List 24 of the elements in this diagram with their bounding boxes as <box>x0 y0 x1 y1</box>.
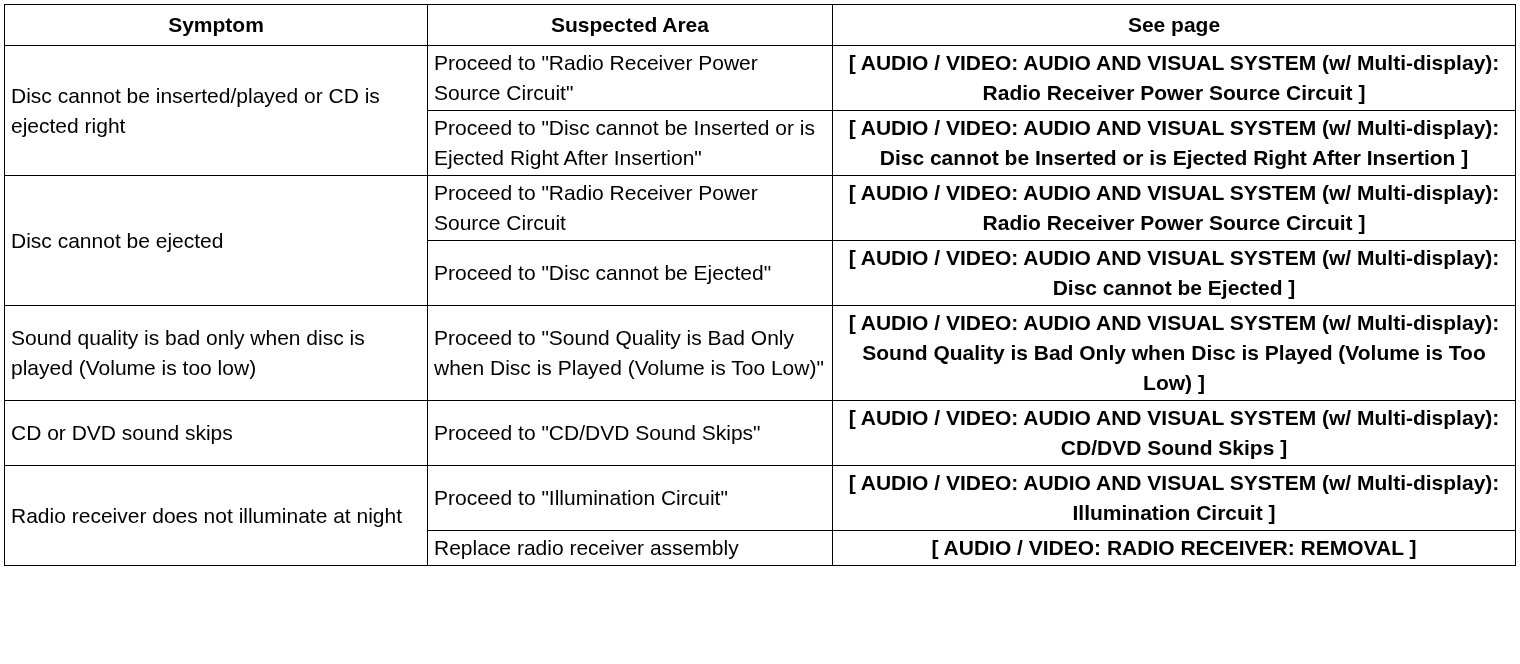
table-cell: Disc cannot be ejected <box>4 175 428 306</box>
table-cell: Proceed to "Disc cannot be Ejected" <box>427 240 833 306</box>
table-cell: [ AUDIO / VIDEO: AUDIO AND VISUAL SYSTEM (w/ Multi-display): Radio Receiver Power Source Circuit ] <box>832 45 1516 111</box>
table-cell: Proceed to "Illumination Circuit" <box>427 465 833 531</box>
table-cell: Replace radio receiver assembly <box>427 530 833 566</box>
table-cell: Proceed to "Radio Receiver Power Source Circuit" <box>427 45 833 111</box>
table-cell: [ AUDIO / VIDEO: AUDIO AND VISUAL SYSTEM (w/ Multi-display): Radio Receiver Power Source Circuit ] <box>832 175 1516 241</box>
table-cell: Proceed to "CD/DVD Sound Skips" <box>427 400 833 466</box>
table-cell: Proceed to "Radio Receiver Power Source Circuit <box>427 175 833 241</box>
column-header: Suspected Area <box>427 4 833 46</box>
column-header: See page <box>832 4 1516 46</box>
table-cell: [ AUDIO / VIDEO: RADIO RECEIVER: REMOVAL ] <box>832 530 1516 566</box>
table-cell: CD or DVD sound skips <box>4 400 428 466</box>
table-cell: [ AUDIO / VIDEO: AUDIO AND VISUAL SYSTEM (w/ Multi-display): Disc cannot be Inserted or is Ejected Right After Insertion ] <box>832 110 1516 176</box>
table-cell: Radio receiver does not illuminate at night <box>4 465 428 566</box>
column-header: Symptom <box>4 4 428 46</box>
table-cell: Proceed to "Sound Quality is Bad Only when Disc is Played (Volume is Too Low)" <box>427 305 833 401</box>
table-cell: [ AUDIO / VIDEO: AUDIO AND VISUAL SYSTEM (w/ Multi-display): Illumination Circuit ] <box>832 465 1516 531</box>
table-cell: [ AUDIO / VIDEO: AUDIO AND VISUAL SYSTEM (w/ Multi-display): Sound Quality is Bad Only when Disc is Played (Volume is Too Low) ] <box>832 305 1516 401</box>
table-cell: [ AUDIO / VIDEO: AUDIO AND VISUAL SYSTEM (w/ Multi-display): Disc cannot be Ejected ] <box>832 240 1516 306</box>
table-cell: Disc cannot be inserted/played or CD is ejected right <box>4 45 428 176</box>
table-cell: Sound quality is bad only when disc is played (Volume is too low) <box>4 305 428 401</box>
table-cell: Proceed to "Disc cannot be Inserted or is Ejected Right After Insertion" <box>427 110 833 176</box>
table-cell: [ AUDIO / VIDEO: AUDIO AND VISUAL SYSTEM (w/ Multi-display): CD/DVD Sound Skips ] <box>832 400 1516 466</box>
